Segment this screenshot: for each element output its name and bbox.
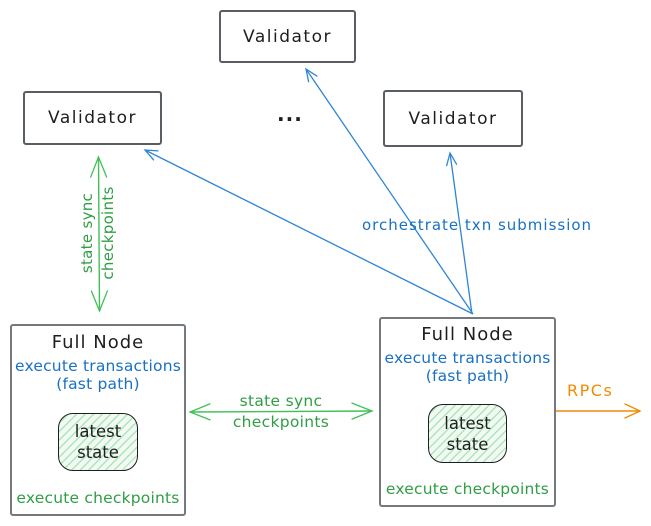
state-sync-vertical-line1: state sync: [78, 192, 96, 274]
state-sync-horizontal-line1: state sync: [239, 392, 323, 410]
state-sync-vertical-label: state sync checkpoints: [77, 173, 119, 293]
full-node-right-box: Full Node execute transactions (fast pat…: [379, 317, 556, 507]
state-sync-horizontal-arrow: [188, 402, 374, 421]
state-sync-vertical-line2: checkpoints: [99, 186, 117, 280]
full-node-left-latest-state-box: latest state: [58, 413, 138, 471]
validator-right-box: Validator: [383, 90, 523, 147]
validator-top-box: Validator: [219, 10, 356, 63]
orchestrate-arrow-to-left-validator: [143, 149, 474, 315]
validators-ellipsis: ...: [277, 102, 303, 126]
state-sync-horizontal-label: state sync checkpoints: [213, 391, 349, 433]
state-sync-horizontal-line2: checkpoints: [232, 413, 330, 431]
rpcs-label: RPCs: [567, 381, 614, 400]
full-node-right-fast-path: (fast path): [425, 367, 510, 385]
orchestrate-arrow-to-top-validator: [305, 67, 474, 315]
full-node-left-title: Full Node: [51, 332, 145, 353]
validator-right-label: Validator: [408, 108, 498, 129]
full-node-right-title: Full Node: [421, 324, 514, 345]
full-node-right-exec-checkpoints: execute checkpoints: [385, 480, 550, 498]
validator-left-box: Validator: [23, 91, 162, 145]
latest-state-line2: state: [77, 443, 119, 462]
latest-state-line1: latest: [74, 422, 122, 441]
orchestrate-arrow-to-right-validator: [446, 151, 473, 315]
validator-top-label: Validator: [243, 26, 332, 47]
full-node-left-box: Full Node execute transactions (fast pat…: [10, 324, 186, 516]
full-node-right-latest-state-box: latest state: [428, 404, 507, 463]
full-node-left-fast-path: (fast path): [56, 375, 140, 393]
orchestrate-txn-submission-label: orchestrate txn submission: [362, 216, 593, 234]
state-sync-vertical-arrow: [89, 155, 109, 313]
full-node-left-exec-checkpoints: execute checkpoints: [16, 489, 180, 507]
validator-left-label: Validator: [48, 108, 137, 128]
latest-state-line1: latest: [444, 413, 491, 433]
latest-state-line2: state: [446, 434, 489, 454]
full-node-left-exec-txn: execute transactions: [14, 357, 182, 375]
full-node-right-exec-txn: execute transactions: [384, 349, 551, 367]
